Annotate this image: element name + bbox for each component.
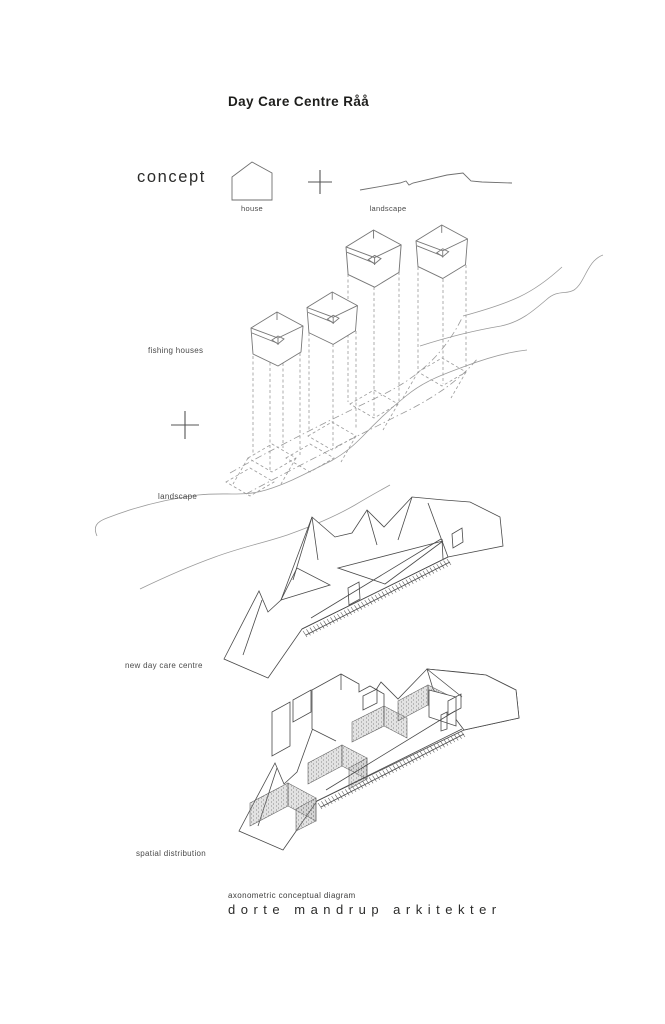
gable-window (362, 688, 378, 711)
new-day-care-centre-label: new day care centre (125, 661, 203, 670)
landscape-section-label: landscape (158, 492, 198, 501)
house-icon (231, 161, 273, 201)
diagram-caption: axonometric conceptual diagram (228, 891, 356, 900)
house-icon-label: house (241, 204, 263, 213)
landscape-profile-icon (359, 172, 513, 191)
fishing-house-2 (306, 291, 358, 345)
fishing-house-4 (415, 224, 468, 279)
window-1 (451, 527, 464, 549)
page-title: Day Care Centre Råå (228, 94, 370, 109)
concept-icons (231, 161, 513, 201)
wall-window (447, 693, 462, 716)
wall-door (440, 711, 448, 732)
spatial-distribution-axon (238, 668, 520, 851)
facade-hatching (302, 558, 452, 638)
landscape-contours (94, 254, 604, 590)
plus-icon (308, 170, 332, 194)
section-plus-icon (171, 411, 199, 439)
spatial-distribution-label: spatial distribution (136, 849, 207, 858)
fishing-houses-drawing (250, 224, 468, 367)
slope-strip-lines (229, 317, 479, 495)
site-grid-dashed (225, 265, 479, 497)
footprints-and-columns (225, 265, 467, 497)
new-day-care-centre-axon (223, 496, 504, 679)
facade-hatching-2 (317, 730, 466, 810)
fishing-houses-label: fishing houses (148, 346, 204, 355)
fishing-house-3 (345, 229, 402, 288)
landscape-icon-label: landscape (369, 204, 407, 213)
architect-firm-name: dorte mandrup arkitekter (228, 902, 502, 917)
concept-label: concept (137, 168, 206, 186)
window-2 (347, 581, 361, 606)
fishing-house-1 (250, 311, 304, 367)
